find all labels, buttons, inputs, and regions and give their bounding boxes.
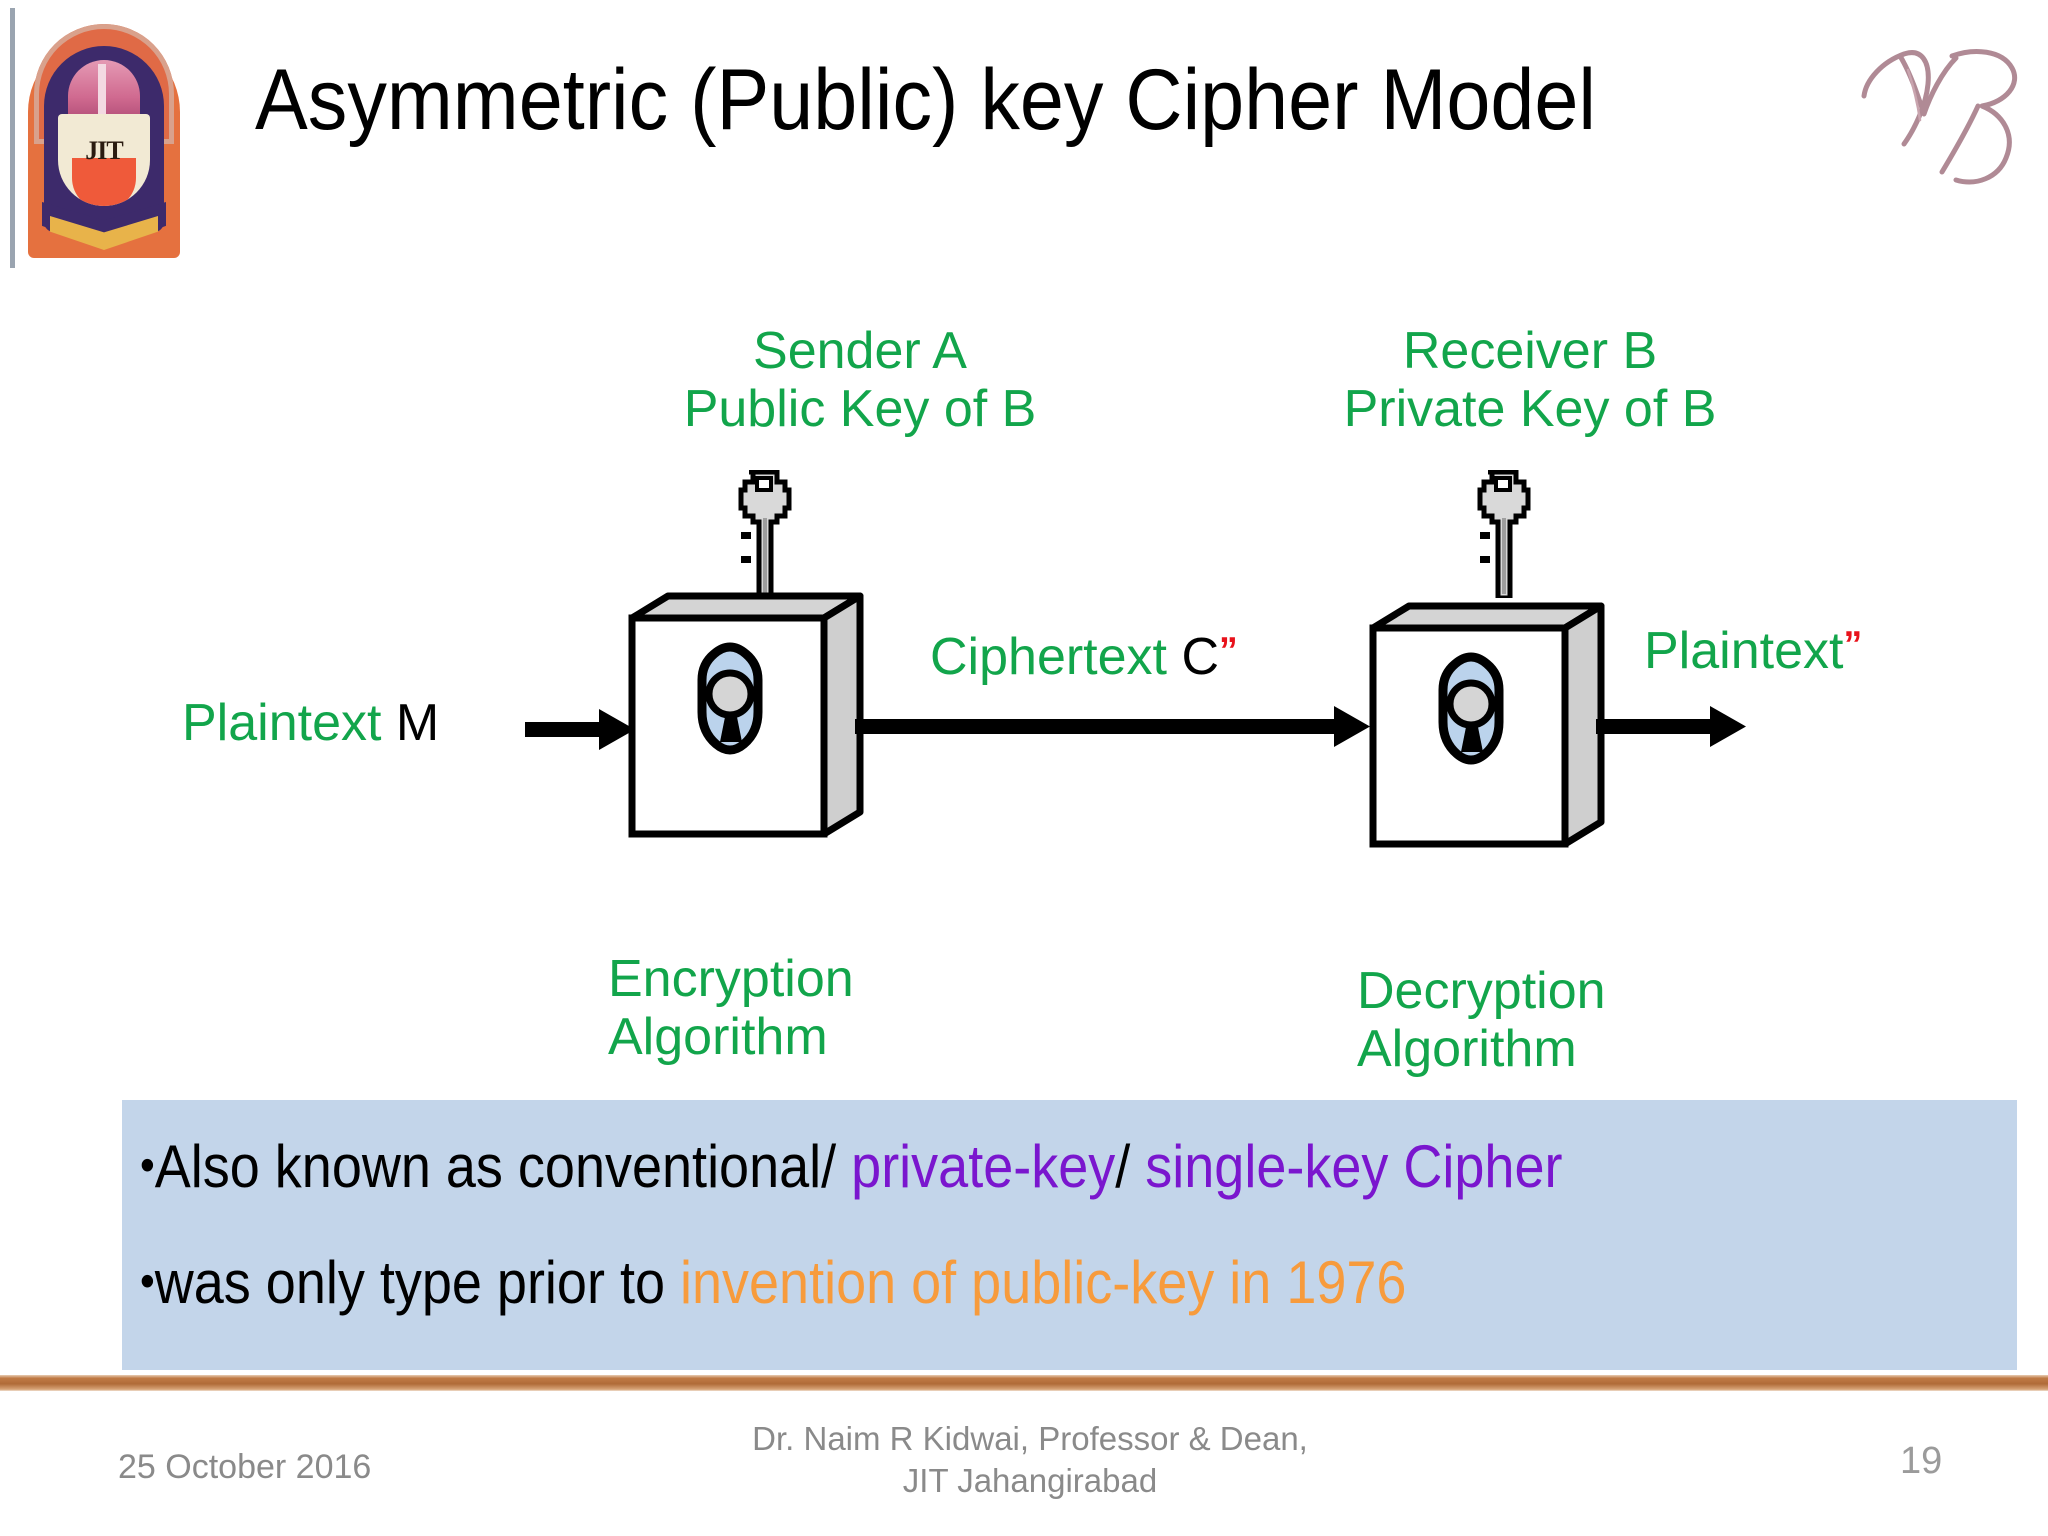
decryption-algorithm-text: Decryption Algorithm — [1357, 962, 1606, 1079]
crest-monogram: JIT — [85, 136, 123, 165]
page-title: Asymmetric (Public) key Cipher Model — [255, 52, 1596, 148]
plaintext-input-symbol: M — [395, 694, 440, 752]
keyhole-escutcheon — [697, 642, 763, 755]
sender-key-text: Sender A Public Key of B — [683, 322, 1037, 439]
bullet-marker-2: • — [140, 1254, 155, 1307]
plaintext-output-quote-mark: ” — [1843, 623, 1863, 666]
logo-frame-bar — [10, 8, 15, 268]
footer-divider — [0, 1375, 2048, 1391]
ciphertext-quote-mark: ” — [1219, 629, 1238, 672]
private-key-icon — [1472, 469, 1532, 601]
plaintext-output-label: Plaintext” — [1644, 622, 1862, 680]
institution-logo: JIT — [10, 8, 198, 268]
crest-plume-notch — [98, 64, 106, 122]
plaintext-input-label: Plaintext M — [182, 694, 439, 752]
bullet-1-run-3: single-key Cipher — [1145, 1133, 1563, 1200]
bullet-marker-1: • — [140, 1138, 155, 1191]
receiver-key-label: Receiver B Private Key of B — [1280, 322, 1780, 438]
encryption-algorithm-text: Encryption Algorithm — [608, 950, 854, 1067]
plaintext-input-arrow — [525, 705, 635, 755]
encryption-algorithm-label: Encryption Algorithm — [608, 950, 928, 1066]
bullet-2-run-0: was only type prior to — [154, 1249, 680, 1316]
bullet-item-2: •was only type prior to invention of pub… — [140, 1248, 1406, 1317]
footer-date: 25 October 2016 — [118, 1448, 372, 1486]
footer-author-line2: JIT Jahangirabad — [902, 1462, 1158, 1500]
decryption-algorithm-label: Decryption Algorithm — [1357, 962, 1687, 1078]
ciphertext-label: Ciphertext C” — [930, 628, 1238, 686]
bullet-1-run-1: private-key — [851, 1133, 1116, 1200]
plaintext-output-word: Plaintext — [1644, 622, 1844, 680]
bullet-2-run-1: invention of public-key in 1976 — [679, 1249, 1407, 1316]
bullet-item-1: •Also known as conventional/ private-key… — [140, 1132, 1562, 1201]
jit-crest: JIT — [28, 18, 180, 258]
sender-key-label: Sender A Public Key of B — [600, 322, 1120, 438]
encryption-box — [622, 592, 864, 842]
slide-number: 19 — [1900, 1440, 1943, 1482]
ciphertext-arrow — [855, 702, 1370, 752]
public-key-icon — [733, 469, 793, 601]
handwritten-signature — [1856, 10, 2036, 190]
crest-shield-tip — [72, 158, 136, 206]
footer-author: Dr. Naim R Kidwai, Professor & Dean, JIT… — [710, 1418, 1350, 1502]
bullet-1-run-2: / — [1115, 1133, 1146, 1200]
plaintext-output-arrow — [1596, 702, 1746, 752]
receiver-key-text: Receiver B Private Key of B — [1343, 322, 1717, 439]
ciphertext-symbol: C — [1181, 628, 1220, 686]
ciphertext-word: Ciphertext — [930, 628, 1182, 686]
plaintext-input-word: Plaintext — [182, 694, 396, 752]
crest-shield: JIT — [58, 114, 150, 206]
notes-panel: •Also known as conventional/ private-key… — [122, 1100, 2017, 1370]
bullet-1-run-0: Also known as conventional/ — [154, 1133, 852, 1200]
keyhole-escutcheon — [1438, 652, 1504, 765]
footer-author-line1: Dr. Naim R Kidwai, Professor & Dean, — [752, 1420, 1308, 1457]
decryption-box — [1363, 602, 1605, 852]
